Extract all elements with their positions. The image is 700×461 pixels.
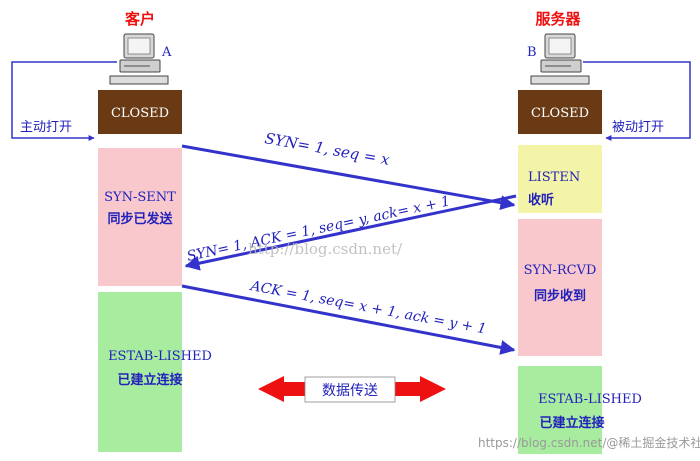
client-established-label: ESTAB-LISHED bbox=[108, 349, 212, 364]
active-open-label: 主动打开 bbox=[20, 120, 72, 135]
client-letter: A bbox=[161, 45, 172, 60]
server-established-cn-label: 已建立连接 bbox=[539, 415, 604, 431]
client-title: 客户 bbox=[124, 10, 155, 28]
data-transfer-label: 数据传送 bbox=[322, 383, 378, 399]
listen-box bbox=[518, 145, 602, 213]
syn-sent-label: SYN-SENT bbox=[104, 190, 176, 205]
server-letter: B bbox=[527, 45, 537, 60]
syn-rcvd-box bbox=[518, 219, 602, 356]
client-computer-icon bbox=[109, 33, 169, 85]
client-closed-label: CLOSED bbox=[111, 106, 169, 121]
listen-label: LISTEN bbox=[528, 170, 580, 185]
server-established-label: ESTAB-LISHED bbox=[538, 392, 642, 407]
listen-cn-label: 收听 bbox=[528, 192, 554, 208]
syn-sent-cn-label: 同步已发送 bbox=[107, 211, 173, 227]
passive-open-label: 被动打开 bbox=[612, 120, 664, 135]
client-established-cn-label: 已建立连接 bbox=[117, 372, 182, 388]
active-open-arrow bbox=[11, 61, 117, 141]
passive-open-arrow bbox=[583, 61, 691, 141]
syn-rcvd-cn-label: 同步收到 bbox=[534, 288, 586, 304]
server-closed-label: CLOSED bbox=[531, 106, 589, 121]
server-title: 服务器 bbox=[535, 10, 581, 28]
center-watermark: http://blog.csdn.net/ bbox=[248, 240, 403, 258]
ack-message-label: ACK = 1, seq= x + 1, ack = y + 1 bbox=[247, 278, 487, 338]
ack-arrow bbox=[181, 284, 516, 355]
syn-sent-box bbox=[98, 148, 182, 286]
server-established-box bbox=[518, 366, 602, 454]
server-closed-box bbox=[518, 90, 602, 134]
server-computer-icon bbox=[530, 33, 590, 85]
syn-arrow bbox=[181, 144, 516, 211]
client-established-box bbox=[98, 292, 182, 452]
bottom-watermark: https://blog.csdn.net/@稀土掘金技术社区 bbox=[478, 435, 700, 450]
client-closed-box bbox=[98, 90, 182, 134]
data-transfer-label-box bbox=[304, 376, 396, 403]
syn-ack-arrow bbox=[184, 194, 517, 271]
syn-rcvd-label: SYN-RCVD bbox=[524, 263, 597, 278]
